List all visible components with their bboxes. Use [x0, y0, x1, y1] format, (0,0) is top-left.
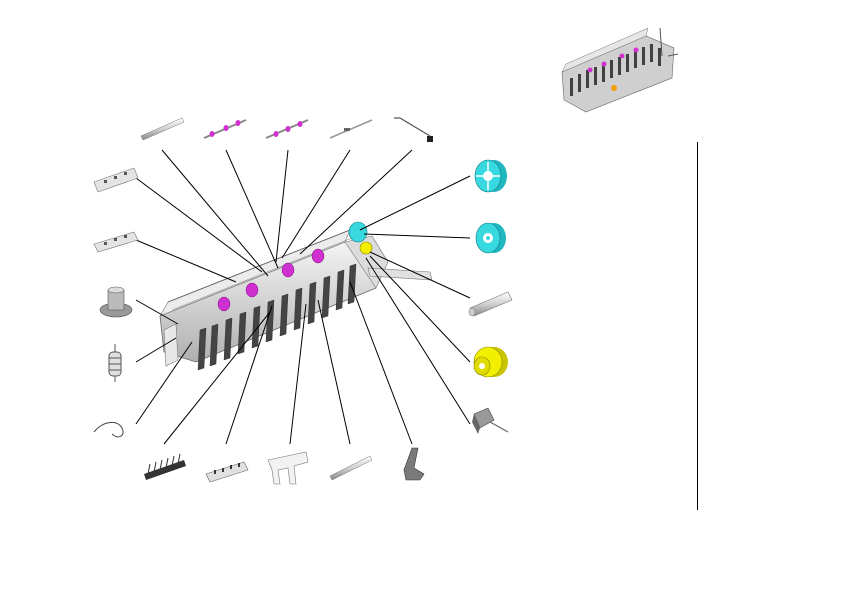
sensor-block-part — [472, 407, 509, 434]
comb-spring-part — [144, 453, 186, 480]
guide-rail-part — [329, 119, 373, 139]
comb-plate-part — [205, 461, 249, 483]
cyan-gear-front-part — [474, 159, 507, 193]
assembly-cyan-gear — [348, 221, 368, 243]
main-assembly — [159, 221, 433, 371]
yellow-gear-part — [473, 346, 508, 378]
roller-shaft-b-part — [265, 119, 309, 139]
plate-a-part — [93, 167, 139, 193]
spring-part — [108, 344, 122, 382]
pin-shaft-part — [329, 455, 373, 481]
assembly-rollers — [217, 248, 325, 312]
rod-part — [140, 117, 185, 141]
bracket-plate-part — [267, 451, 309, 485]
knob-part — [99, 286, 133, 318]
cyan-gear-rear-part — [475, 222, 506, 254]
roller-shaft-a-part — [203, 119, 247, 139]
shaft-sleeve-part — [468, 291, 513, 317]
wire-spring-part — [93, 422, 124, 438]
guide-fingers — [197, 263, 357, 371]
assembly-yellow-gear — [359, 241, 373, 255]
leader-lines — [135, 149, 471, 445]
vertical-divider — [697, 142, 698, 510]
cable-arm-part — [394, 117, 433, 142]
overview-thumbnail — [556, 8, 679, 136]
plate-b-part — [93, 231, 139, 253]
lever-part — [403, 447, 425, 481]
